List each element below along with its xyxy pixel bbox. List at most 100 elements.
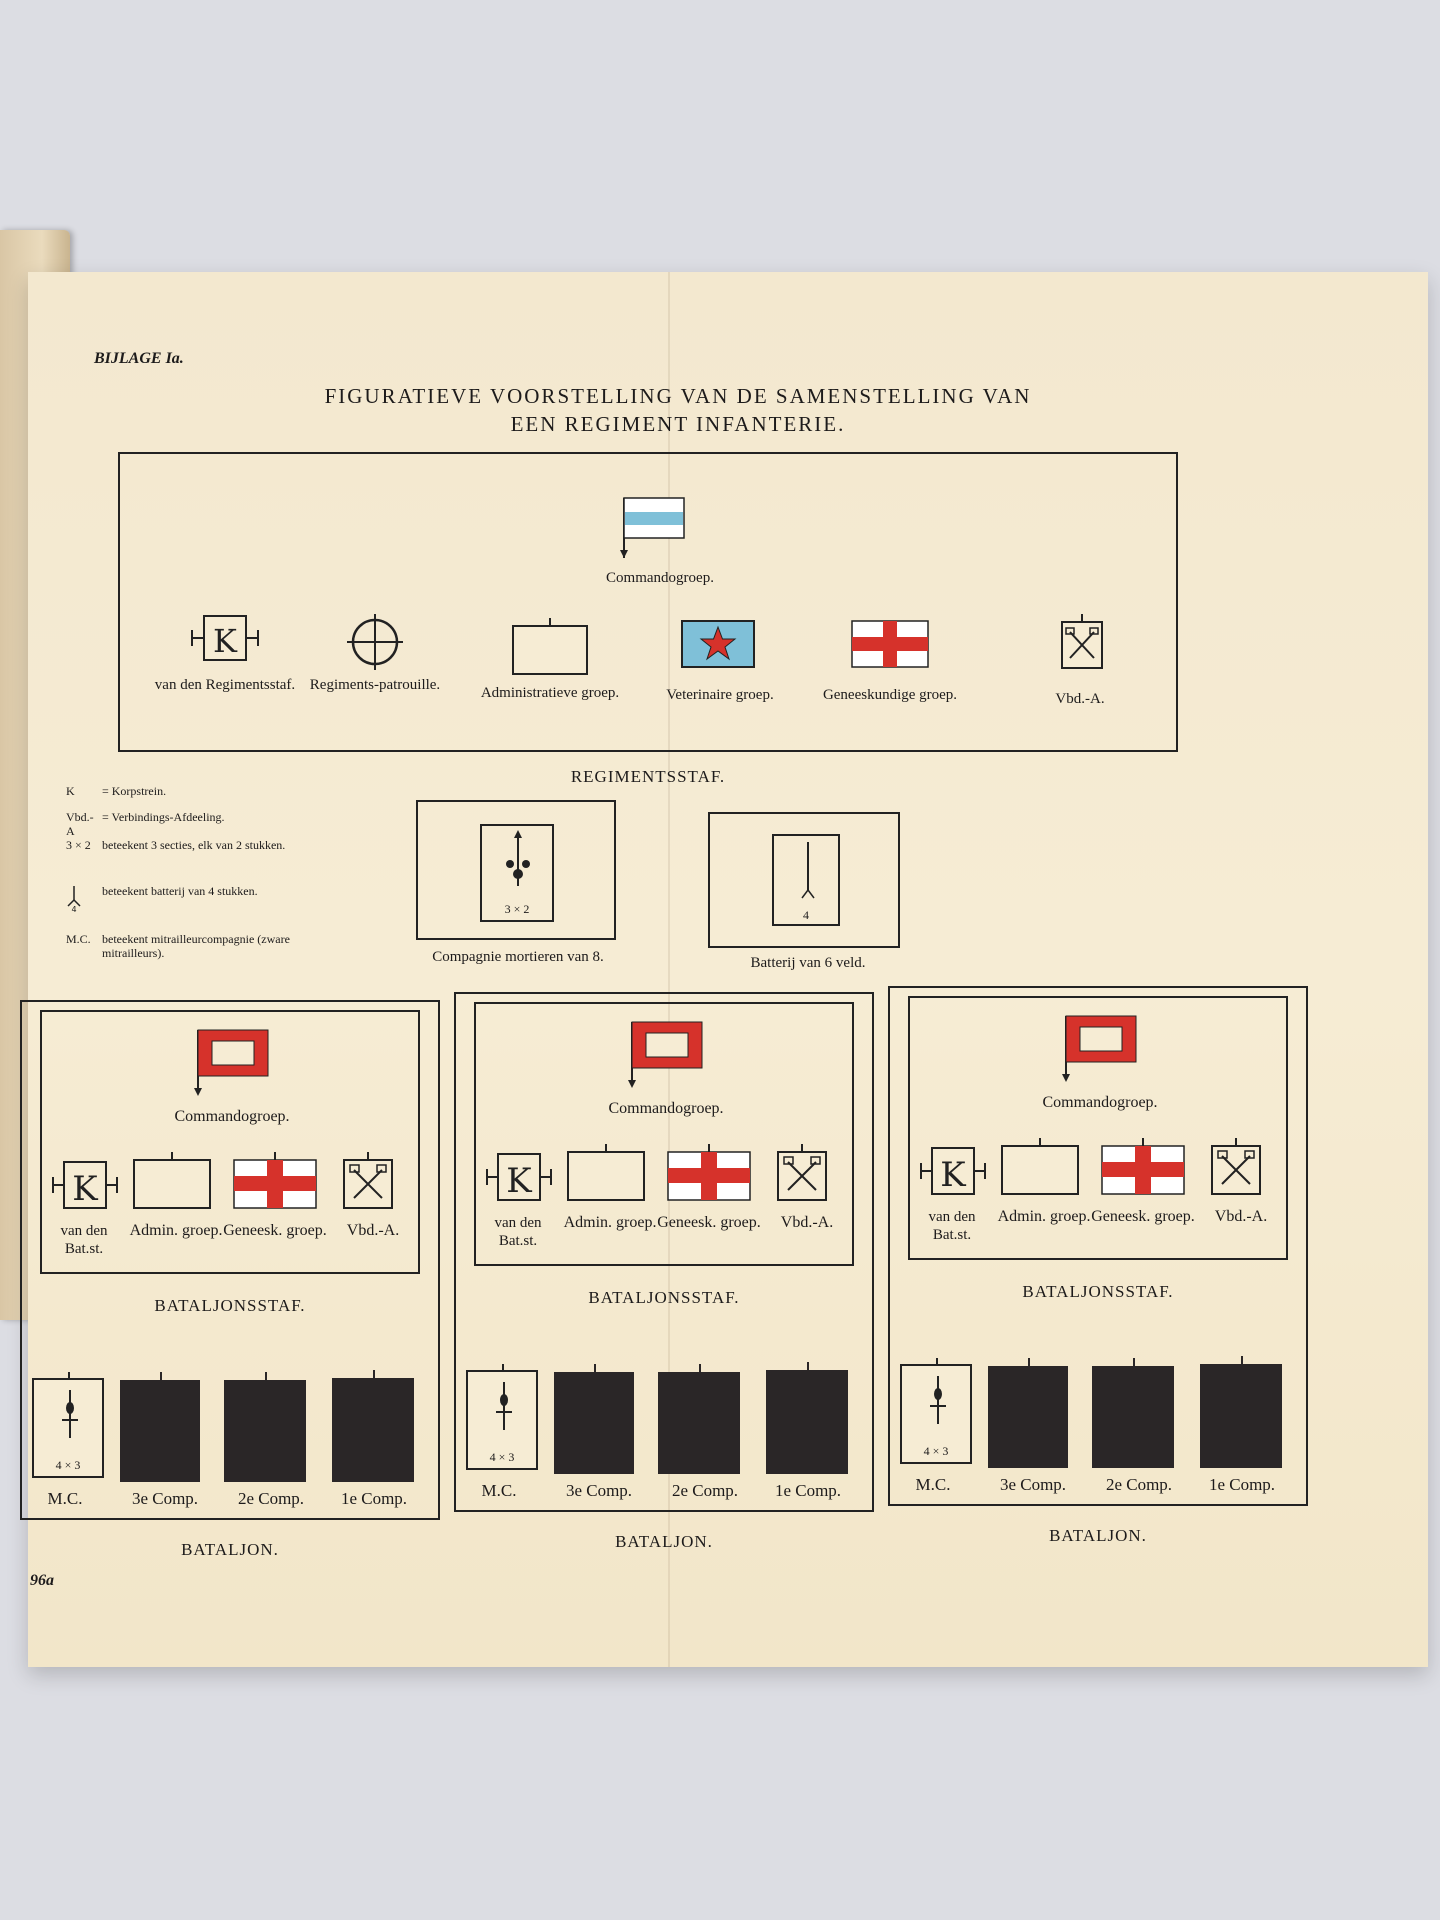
bataljon-heading: BATALJON.: [181, 1540, 279, 1559]
bataljonsstaf-heading: BATALJONSSTAF.: [1022, 1282, 1174, 1301]
bataljon-block-3: Commandogroep. K: [888, 986, 1308, 1586]
mc-company-symbol: 4 × 3: [900, 1358, 972, 1464]
company-label-3e: 3e Comp.: [999, 1475, 1067, 1494]
bataljon-heading: BATALJON.: [1049, 1526, 1147, 1545]
mc-code: 4 × 3: [923, 1444, 949, 1458]
korpstrein-k-icon: K: [486, 1153, 552, 1201]
red-star-flag-icon: [681, 620, 755, 668]
bataljon-commando-label: Commandogroep.: [174, 1108, 290, 1125]
bataljonsstaf-box: Commandogroep. K: [40, 1010, 420, 1274]
battery-symbol-icon: 4: [67, 886, 81, 914]
company-label-1e: 1e Comp.: [340, 1489, 408, 1508]
mc-company-symbol: 4 × 3: [32, 1372, 104, 1478]
company-label-mc: M.C.: [47, 1489, 83, 1508]
foldout-sheet: BIJLAGE Ia. FIGURATIEVE VOORSTELLING VAN…: [20, 272, 1428, 1667]
company-flag-3: [988, 1358, 1068, 1468]
regimentsstaf-heading: REGIMENTSSTAF.: [570, 767, 726, 786]
machine-gun-icon: [930, 1376, 946, 1424]
unit-label-admin: Admin. groep.: [997, 1208, 1091, 1225]
unit-label-admin: Admin. groep.: [563, 1214, 657, 1231]
legend-item: Vbd.-A= Verbindings-Afdeeling.: [66, 810, 225, 838]
machine-gun-icon: [62, 1390, 78, 1438]
unit-label-admin: Admin. groep.: [129, 1222, 223, 1239]
legend-item: M.C.beteekent mitrailleurcompagnie (zwar…: [66, 932, 290, 960]
batterij-label: Batterij van 6 veld.: [750, 955, 866, 971]
company-label-2e: 2e Comp.: [1105, 1475, 1173, 1494]
mortieren-code: 3 × 2: [504, 902, 530, 916]
bataljonsstaf-box: Commandogroep. K: [908, 996, 1288, 1260]
company-label-2e: 2e Comp.: [671, 1481, 739, 1500]
legend-item: K= Korpstrein.: [66, 784, 167, 798]
unit-label-vbd: Vbd.-A.: [346, 1222, 400, 1239]
svg-text:K: K: [213, 622, 238, 660]
unit-label-veterinair: Veterinaire groep.: [666, 687, 774, 703]
red-command-flag-icon: [628, 1021, 703, 1088]
crossed-flags-icon: [777, 1144, 827, 1201]
unit-label-geneesk: Geneesk. groep.: [1091, 1208, 1195, 1225]
bataljon-block-2: Commandogroep. K: [454, 992, 874, 1592]
blue-white-flag-icon: [620, 497, 685, 558]
empty-flag-icon: [133, 1152, 211, 1209]
mc-company-symbol: 4 × 3: [466, 1364, 538, 1470]
bataljon-commando-label: Commandogroep.: [1042, 1094, 1158, 1111]
unit-label-geneesk: Geneesk. groep.: [223, 1222, 327, 1239]
company-flag-3: [554, 1364, 634, 1474]
red-cross-flag-icon: [233, 1152, 317, 1209]
bataljonsstaf-heading: BATALJONSSTAF.: [154, 1296, 306, 1315]
company-flag-1: [766, 1362, 848, 1474]
unit-label-regimentsstaf: van den Regimentsstaf.: [154, 677, 296, 693]
company-label-3e: 3e Comp.: [131, 1489, 199, 1508]
empty-flag-icon: [512, 618, 588, 675]
mortieren-box: 3 × 2: [416, 800, 616, 940]
crossed-flags-icon: [343, 1152, 393, 1209]
svg-text:4: 4: [71, 905, 76, 912]
regimentsstaf-box: Commandogroep. K van den Regimentsstaf. …: [118, 452, 1178, 752]
bataljon-commando-label: Commandogroep.: [608, 1100, 724, 1117]
company-label-3e: 3e Comp.: [565, 1481, 633, 1500]
svg-text:K: K: [506, 1161, 532, 1201]
bataljon-heading: BATALJON.: [615, 1532, 713, 1551]
bataljonsstaf-box: Commandogroep. K: [474, 1002, 854, 1266]
red-cross-flag-icon: [851, 620, 929, 668]
company-flag-2: [1092, 1358, 1174, 1468]
red-cross-flag-icon: [667, 1144, 751, 1201]
mortar-icon: [506, 830, 530, 886]
mc-code: 4 × 3: [55, 1458, 81, 1472]
legend-item: 4 beteekent batterij van 4 stukken.: [66, 884, 302, 915]
unit-label-batst: van den Bat.st.: [60, 1223, 108, 1257]
empty-flag-icon: [567, 1144, 645, 1201]
page-title: FIGURATIEVE VOORSTELLING VAN DE SAMENSTE…: [324, 384, 1032, 436]
company-label-2e: 2e Comp.: [237, 1489, 305, 1508]
machine-gun-icon: [496, 1382, 512, 1430]
red-cross-flag-icon: [1101, 1138, 1185, 1195]
batterij-symbol: 4: [772, 834, 840, 926]
empty-flag-icon: [1001, 1138, 1079, 1195]
unit-label-geneesk: Geneesk. groep.: [657, 1214, 761, 1231]
korpstrein-k-icon: K: [920, 1147, 986, 1195]
unit-label-vbd: Vbd.-A.: [1055, 691, 1105, 707]
bataljon-block-1: Commandogroep. K: [20, 1000, 440, 1600]
korpstrein-k-icon: K: [191, 615, 259, 661]
crossed-flags-icon: [1211, 1138, 1261, 1195]
red-command-flag-icon: [194, 1029, 269, 1096]
mortieren-symbol: 3 × 2: [480, 824, 554, 922]
company-flag-1: [332, 1370, 414, 1482]
svg-text:K: K: [72, 1169, 98, 1209]
crossed-flags-icon: [1061, 614, 1103, 669]
mortieren-label: Compagnie mortieren van 8.: [432, 949, 604, 965]
company-label-mc: M.C.: [481, 1481, 517, 1500]
unit-label-vbd: Vbd.-A.: [780, 1214, 834, 1231]
red-command-flag-icon: [1062, 1015, 1137, 1082]
bataljonsstaf-heading: BATALJONSSTAF.: [588, 1288, 740, 1307]
unit-label-patrouille: Regiments-patrouille.: [309, 677, 441, 693]
unit-label-administratief: Administratieve groep.: [480, 685, 620, 701]
regiment-commando-label: Commandogroep.: [606, 570, 714, 586]
battery-icon: [801, 842, 815, 899]
page-label: BIJLAGE Ia.: [94, 350, 184, 367]
page-number: 96a: [30, 1572, 54, 1589]
company-label-mc: M.C.: [915, 1475, 951, 1494]
korpstrein-k-icon: K: [52, 1161, 118, 1209]
mc-code: 4 × 3: [489, 1450, 515, 1464]
company-flag-1: [1200, 1356, 1282, 1468]
